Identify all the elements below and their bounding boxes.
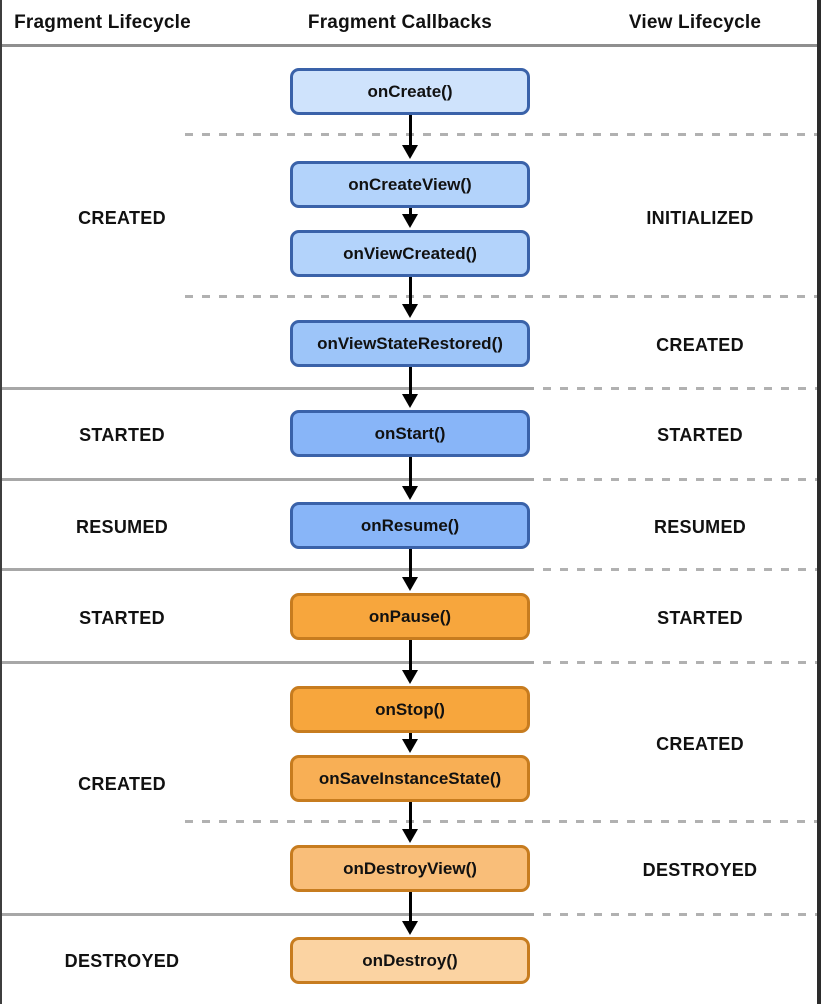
view-state-started-1: STARTED — [657, 425, 743, 445]
callback-box-onviewcreated: onViewCreated() — [290, 230, 530, 277]
arrow-onviewcreated-to-onviewstaterestored — [402, 277, 419, 318]
header-rule — [0, 44, 821, 47]
separator-solid-4-dash — [543, 661, 817, 664]
view-state-initialized: INITIALIZED — [646, 208, 754, 228]
separator-solid-3-dash — [543, 568, 817, 571]
column-header-fragment-callbacks: Fragment Callbacks — [307, 12, 493, 33]
callback-box-onresume: onResume() — [290, 502, 530, 549]
view-state-destroyed: DESTROYED — [642, 860, 758, 880]
arrow-head-icon — [402, 486, 418, 500]
arrow-head-icon — [402, 921, 418, 935]
arrow-head-icon — [402, 829, 418, 843]
callback-box-ondestroyview: onDestroyView() — [290, 845, 530, 892]
right-edge-border — [817, 0, 821, 1004]
callback-box-onstart: onStart() — [290, 410, 530, 457]
callback-box-ondestroy: onDestroy() — [290, 937, 530, 984]
left-edge-border — [0, 0, 2, 1004]
arrow-oncreate-to-oncreateview — [402, 115, 419, 159]
callback-box-oncreateview: onCreateView() — [290, 161, 530, 208]
fragment-state-destroyed: DESTROYED — [64, 951, 180, 971]
separator-dashed-2 — [185, 295, 817, 298]
arrow-oncreateview-to-onviewcreated — [402, 208, 419, 228]
arrow-head-icon — [402, 304, 418, 318]
arrow-head-icon — [402, 739, 418, 753]
arrow-ondestroyview-to-ondestroy — [402, 892, 419, 935]
separator-solid-5 — [0, 913, 534, 916]
arrow-onstart-to-onresume — [402, 457, 419, 500]
callback-box-onsaveinstancestate: onSaveInstanceState() — [290, 755, 530, 802]
arrow-onstop-to-onsaveinstancestate — [402, 733, 419, 753]
fragment-state-started-2: STARTED — [79, 608, 165, 628]
arrow-head-icon — [402, 394, 418, 408]
fragment-state-started-1: STARTED — [79, 425, 165, 445]
column-header-fragment-lifecycle: Fragment Lifecycle — [14, 12, 191, 33]
separator-solid-5-dash — [543, 913, 817, 916]
fragment-state-created-1: CREATED — [78, 208, 166, 228]
column-header-view-lifecycle: View Lifecycle — [628, 12, 762, 33]
separator-solid-1 — [0, 387, 534, 390]
view-state-created-2: CREATED — [656, 734, 744, 754]
arrow-onpause-to-onstop — [402, 640, 419, 684]
separator-solid-3 — [0, 568, 534, 571]
separator-solid-4 — [0, 661, 534, 664]
arrow-head-icon — [402, 577, 418, 591]
arrow-onresume-to-onpause — [402, 549, 419, 591]
separator-solid-2 — [0, 478, 534, 481]
callback-box-oncreate: onCreate() — [290, 68, 530, 115]
callback-box-onstop: onStop() — [290, 686, 530, 733]
arrow-onviewstaterestored-to-onstart — [402, 367, 419, 408]
arrow-onsaveinstancestate-to-ondestroyview — [402, 802, 419, 843]
callback-box-onpause: onPause() — [290, 593, 530, 640]
callback-box-onviewstaterestored: onViewStateRestored() — [290, 320, 530, 367]
view-state-resumed: RESUMED — [653, 517, 747, 537]
view-state-created-1: CREATED — [656, 335, 744, 355]
fragment-state-resumed: RESUMED — [75, 517, 169, 537]
arrow-head-icon — [402, 670, 418, 684]
separator-dashed-3 — [185, 820, 817, 823]
arrow-head-icon — [402, 214, 418, 228]
view-state-started-2: STARTED — [657, 608, 743, 628]
fragment-state-created-2: CREATED — [78, 774, 166, 794]
separator-solid-1-dash — [543, 387, 817, 390]
separator-dashed-1 — [185, 133, 817, 136]
separator-solid-2-dash — [543, 478, 817, 481]
arrow-head-icon — [402, 145, 418, 159]
